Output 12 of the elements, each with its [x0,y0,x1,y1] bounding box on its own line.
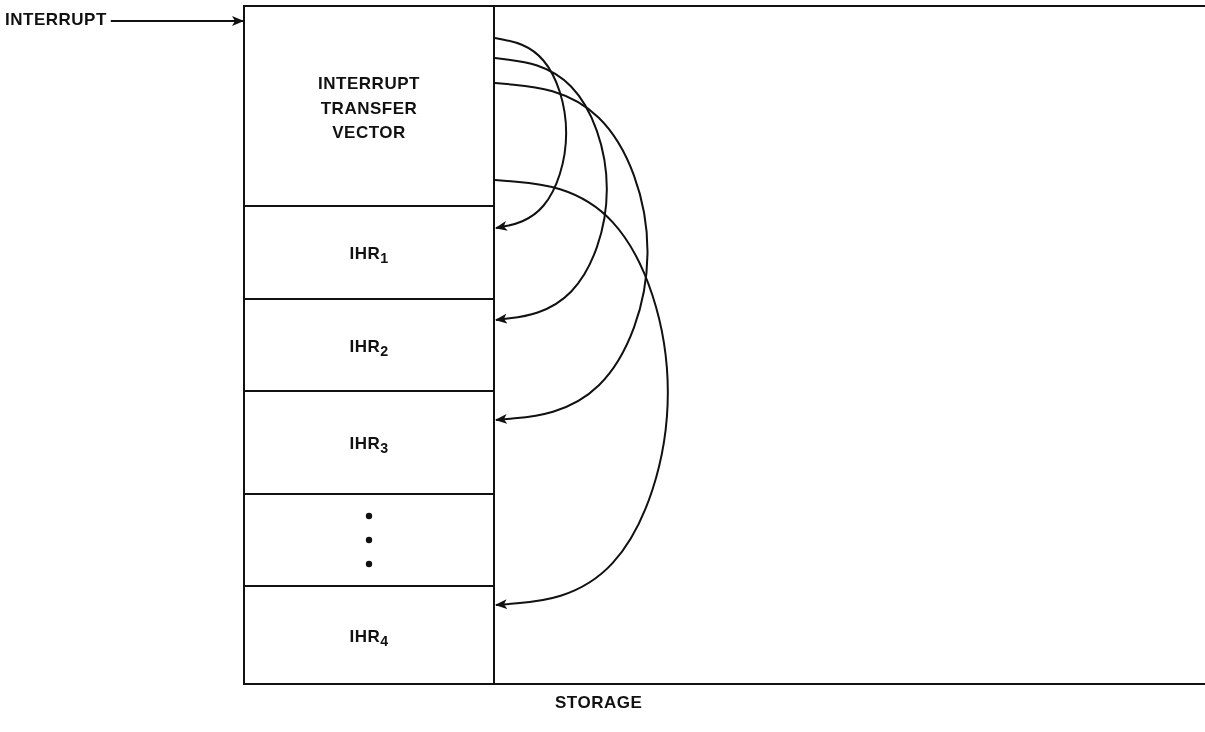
block-label: IHR$_{2}$ [348,335,390,361]
input-label: INTERRUPT [5,8,107,34]
arrow [494,179,669,610]
block-label: IHR$_{1}$ [348,243,390,269]
storage-label: STORAGE [555,692,643,714]
arrow [494,57,608,324]
arrow [494,82,649,424]
block-label: IHR$_{3}$ [348,433,390,459]
block-label: INTERRUPT TRANSFER VECTOR [317,73,421,145]
block-label: IHR$_{4}$ [348,625,390,651]
arrow [494,37,568,231]
arrow [109,16,244,26]
